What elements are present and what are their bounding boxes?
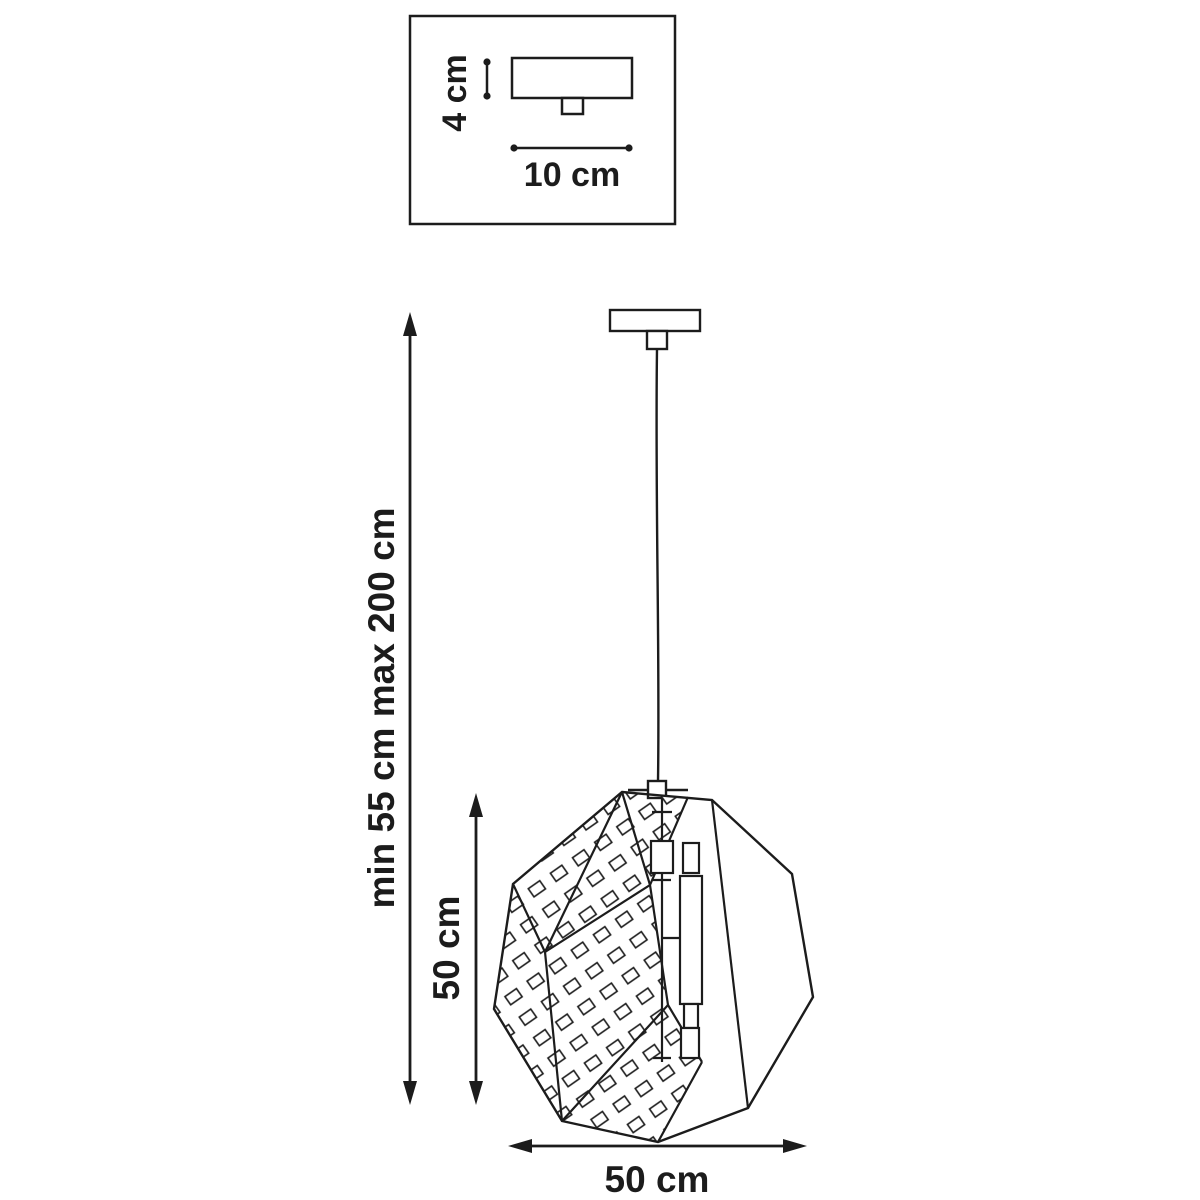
shade-width-dimension [508,1139,807,1153]
arrowhead-down [403,1081,417,1105]
bulb-top-cap [681,841,701,875]
canopy-inset-box [408,14,677,226]
arrowhead-down [469,1081,483,1105]
ceiling-mount [608,308,702,351]
bulb-tube [678,874,704,1006]
shade-width-label: 50 cm [605,1159,710,1200]
arrowhead-right [783,1139,807,1153]
shade-outline [492,790,815,1144]
shade-patterned-region [494,792,702,1142]
suspension-height-dimension [403,312,417,1105]
arrowhead-up [403,312,417,336]
arrowhead-up [469,793,483,817]
canopy-drawing [510,56,634,116]
lamp-socket [649,839,675,875]
arrowhead-left [508,1139,532,1153]
canopy-height-label: 4 cm [436,54,474,132]
suspension-height-label: min 55 cm max 200 cm [361,507,402,908]
shade-height-dimension [469,793,483,1105]
lamp-internal-hardware [649,798,704,1062]
bulb-lower-piece [679,1026,701,1060]
inset-border [408,14,677,226]
pendant-lamp-drawing [492,308,815,1144]
canopy-height-dimension [483,58,491,100]
suspension-cord [655,348,660,782]
canopy-width-dimension [510,144,633,152]
canopy-width-label: 10 cm [524,156,620,194]
shade-height-label: 50 cm [426,896,467,1001]
bulb-bottom-cap [682,1002,700,1030]
